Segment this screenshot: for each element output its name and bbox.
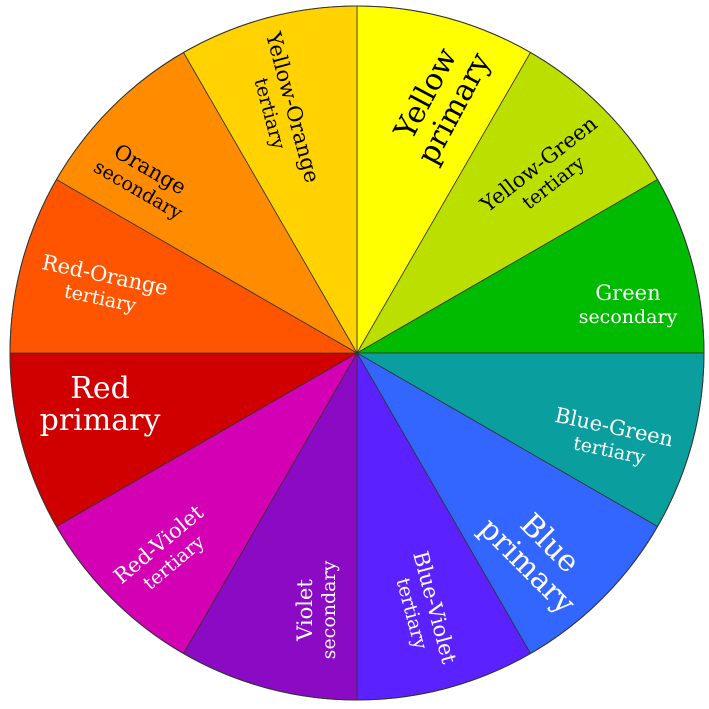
- color-name: Red: [70, 371, 130, 406]
- color-name: Violet: [293, 579, 317, 642]
- color-name: Green: [595, 281, 660, 305]
- color-type: secondary: [579, 306, 678, 328]
- wheel-outline: [9, 5, 705, 701]
- color-type: secondary: [318, 560, 340, 659]
- color-type: primary: [40, 403, 161, 438]
